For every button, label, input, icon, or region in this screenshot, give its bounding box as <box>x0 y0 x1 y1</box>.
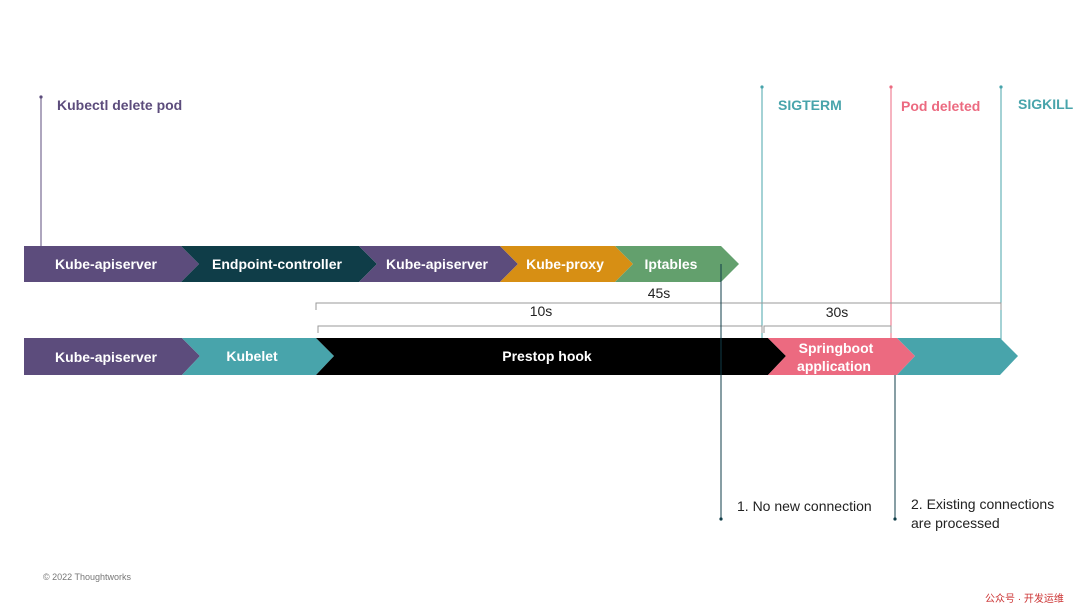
sigkill-marker-dot <box>999 85 1003 89</box>
row1-stage-4 <box>500 246 633 282</box>
watermark: 公众号 · 开发运维 <box>985 594 1064 605</box>
row2-stage-1 <box>24 338 200 375</box>
row1-stage-2 <box>181 246 377 282</box>
kubectl-delete-label: Kubectl delete pod <box>57 97 183 113</box>
row2-stage-3 <box>316 338 786 375</box>
row1-label-1: Kube-apiserver <box>55 256 157 272</box>
note-no-new-connection: 1. No new connection <box>737 498 872 514</box>
sigkill-label: SIGKILL <box>1018 96 1074 112</box>
row1-flow: Kube-apiserver Endpoint-controller Kube-… <box>24 246 739 282</box>
note-existing-connections-line2: are processed <box>911 515 1000 531</box>
row2-label-4b: application <box>797 358 871 374</box>
pod-deleted-marker-dot <box>889 85 893 89</box>
row1-label-3: Kube-apiserver <box>386 256 488 272</box>
row2-label-4a: Springboot <box>799 340 874 356</box>
copyright-footer: © 2022 Thoughtworks <box>43 572 132 582</box>
row2-label-1: Kube-apiserver <box>55 349 157 365</box>
note2-dot <box>893 517 897 521</box>
note-existing-connections-line1: 2. Existing connections <box>911 496 1055 512</box>
graceful-duration-brace <box>763 325 892 333</box>
total-duration-brace <box>315 302 1002 310</box>
row2-label-3: Prestop hook <box>502 348 592 364</box>
row1-stage-1 <box>24 246 199 282</box>
pod-deleted-label: Pod deleted <box>901 98 981 114</box>
row2-label-2: Kubelet <box>226 348 278 364</box>
row1-label-4: Kube-proxy <box>526 256 604 272</box>
kubectl-marker-dot <box>39 95 43 99</box>
row2-stage-4 <box>768 338 915 375</box>
graceful-duration-label: 30s <box>826 304 849 320</box>
total-duration-label: 45s <box>648 285 671 301</box>
row1-stage-3 <box>359 246 518 282</box>
note1-dot <box>719 517 723 521</box>
row1-stage-5 <box>615 246 739 282</box>
row1-label-2: Endpoint-controller <box>212 256 342 272</box>
sigterm-label: SIGTERM <box>778 97 842 113</box>
prestop-duration-brace <box>317 325 763 333</box>
row2-flow: Kube-apiserver Kubelet Prestop hook Spri… <box>24 338 1018 375</box>
prestop-duration-label: 10s <box>530 303 553 319</box>
row2-stage-2 <box>182 338 334 375</box>
sigterm-marker-dot <box>760 85 764 89</box>
row2-stage-5 <box>897 338 1018 375</box>
row1-label-5: Iptables <box>645 256 698 272</box>
